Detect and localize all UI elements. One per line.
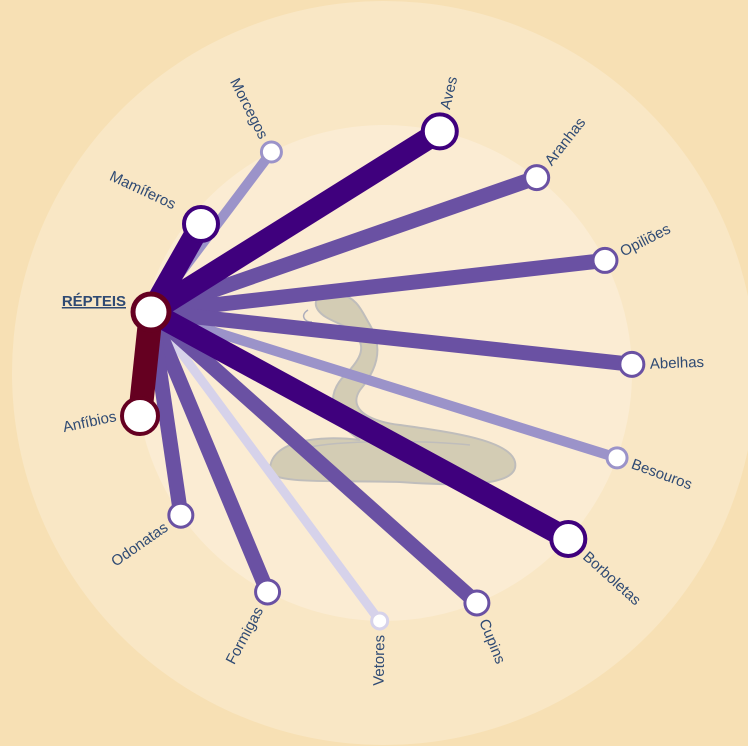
node-abelhas[interactable]: [618, 350, 646, 378]
link-borboletas: [145, 302, 574, 549]
node-mamiferos[interactable]: [182, 205, 220, 243]
node-borboletas[interactable]: [549, 519, 588, 558]
link-formigas: [144, 309, 275, 595]
node-center-repteis[interactable]: [130, 291, 172, 333]
link-aves: [145, 122, 446, 322]
node-vetores[interactable]: [370, 611, 390, 631]
link-cupins: [146, 306, 482, 609]
node-cupins[interactable]: [463, 589, 491, 617]
node-formigas[interactable]: [254, 578, 282, 606]
label-center-repteis[interactable]: RÉPTEIS: [62, 293, 126, 310]
link-besouros: [149, 307, 619, 463]
connection-nodes: [120, 112, 646, 631]
label-abelhas[interactable]: Abelhas: [650, 354, 705, 373]
node-aranhas[interactable]: [523, 164, 551, 192]
node-opilioes[interactable]: [591, 246, 619, 274]
node-anfibios[interactable]: [120, 396, 160, 436]
node-odonatas[interactable]: [167, 501, 195, 529]
node-besouros[interactable]: [605, 446, 629, 470]
connection-links: [128, 122, 633, 624]
label-vetores[interactable]: Vetores: [371, 635, 389, 686]
link-opilioes: [150, 252, 606, 320]
node-morcegos[interactable]: [259, 140, 283, 164]
link-aranhas: [148, 170, 540, 320]
link-abelhas: [150, 304, 633, 372]
link-vetores: [147, 309, 384, 624]
node-aves[interactable]: [420, 112, 459, 151]
